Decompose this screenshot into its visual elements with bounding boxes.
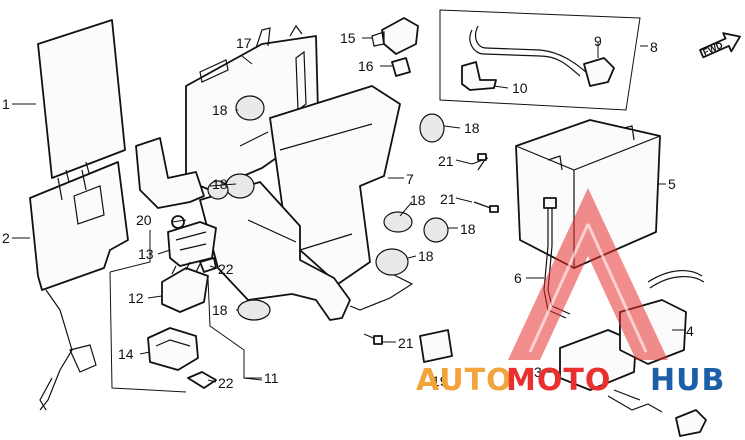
- watermark-moto: MOTO: [506, 363, 611, 398]
- part-11-bracket-outline: [109, 230, 263, 393]
- watermark-logo: AUTO MOTO HUB: [416, 188, 725, 398]
- callout-19: 19: [432, 373, 448, 389]
- watermark-hub: HUB: [650, 363, 725, 398]
- part-8-group-box: [439, 9, 641, 111]
- callout-18a: 18: [464, 120, 480, 136]
- callout-15: 15: [340, 30, 356, 46]
- callout-16: 16: [358, 58, 374, 74]
- part-21-bolts: [363, 153, 499, 345]
- callout-10: 10: [512, 80, 528, 96]
- watermark-triangle-icon: [508, 188, 668, 360]
- part-15-plug: [371, 17, 419, 55]
- callout-7: 7: [406, 171, 414, 187]
- callout-18g: 18: [212, 302, 228, 318]
- part-14-unit: [147, 327, 199, 371]
- callout-2: 2: [2, 230, 10, 246]
- watermark-auto: AUTO: [416, 363, 513, 398]
- callout-21c: 21: [398, 335, 414, 351]
- callout-8: 8: [650, 39, 658, 55]
- part-9-hose: [469, 25, 615, 87]
- callout-22a: 22: [218, 261, 234, 277]
- fwd-arrow: FWD: [699, 32, 741, 59]
- part-1-control-unit: [37, 19, 126, 187]
- callout-14: 14: [118, 346, 134, 362]
- callout-18b: 18: [212, 102, 228, 118]
- part-3-fuse-box: [559, 329, 707, 437]
- callout-18e: 18: [460, 221, 476, 237]
- callout-18d: 18: [410, 192, 426, 208]
- callout-1: 1: [2, 96, 10, 112]
- callout-12: 12: [128, 290, 144, 306]
- callout-numbers: 1 2 3 4 5 6 7 8 9 10 11 12 13 14 15 16 1…: [2, 30, 694, 391]
- callout-9: 9: [594, 33, 602, 49]
- callout-3: 3: [534, 364, 542, 380]
- callout-22b: 22: [218, 375, 234, 391]
- callout-4: 4: [686, 323, 694, 339]
- part-10-elbow: [461, 61, 497, 91]
- callout-17: 17: [236, 35, 252, 51]
- callout-21b: 21: [440, 191, 456, 207]
- bracket-part: [135, 137, 205, 209]
- leader-lines: [12, 37, 684, 383]
- part-19-label: [419, 329, 453, 363]
- callout-5: 5: [668, 176, 676, 192]
- callout-11: 11: [264, 370, 279, 386]
- callout-21a: 21: [438, 153, 454, 169]
- part-11-lower-frame: [199, 173, 414, 321]
- callout-13: 13: [138, 246, 154, 262]
- callout-20: 20: [136, 212, 152, 228]
- part-16-nut: [391, 57, 411, 77]
- part-12-relay: [161, 261, 209, 313]
- part-2-holder: [29, 161, 129, 411]
- part-22-clips: [187, 257, 217, 389]
- callout-18f: 18: [418, 248, 434, 264]
- callout-6: 6: [514, 270, 522, 286]
- callout-18c: 18: [212, 176, 228, 192]
- fwd-label: FWD: [701, 40, 724, 58]
